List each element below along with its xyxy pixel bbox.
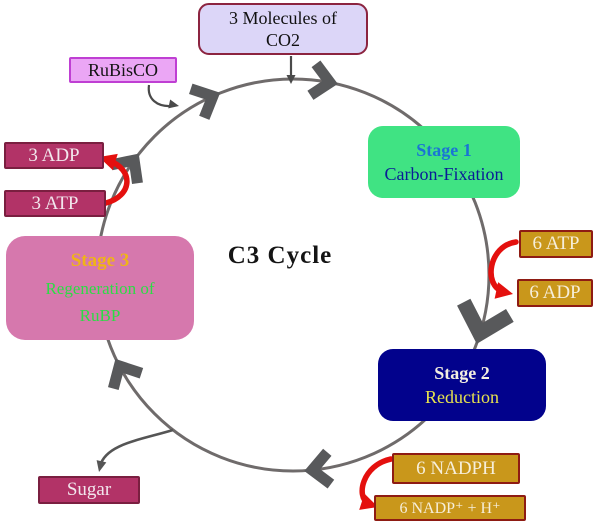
- cycle-chevron-icon: [304, 448, 335, 489]
- co2-molecules-box: 3 Molecules of CO2: [198, 3, 368, 55]
- nadp6-box: 6 NADP⁺ + H⁺: [374, 495, 526, 521]
- co2-down-arrow-icon: [286, 56, 296, 84]
- rubisco-enzyme-box: RuBisCO: [69, 57, 177, 83]
- cycle-chevron-icon: [108, 358, 144, 390]
- cycle-chevron-large-icon: [457, 298, 514, 344]
- stage1-subtitle: Carbon-Fixation: [384, 163, 504, 184]
- stage2-subtitle: Reduction: [425, 386, 499, 407]
- red-conversion-arrow-atp6-icon: [488, 239, 519, 299]
- stage2-title: Stage 2: [434, 362, 490, 383]
- stage1-carbon-fixation-box: Stage 1 Carbon-Fixation: [368, 126, 520, 198]
- diagram-title: C3 Cycle: [227, 242, 333, 269]
- stage3-subtitle-line2: RuBP: [79, 306, 121, 325]
- adp3-box: 3 ADP: [4, 142, 104, 169]
- atp6-box: 6 ATP: [519, 230, 593, 258]
- cycle-chevron-icon: [189, 83, 221, 120]
- atp3-box: 3 ATP: [4, 190, 106, 217]
- stage3-subtitle-line1: Regeneration of: [45, 279, 155, 298]
- stage3-regeneration-box: Stage 3 Regeneration of RuBP: [6, 236, 194, 340]
- stage2-reduction-box: Stage 2 Reduction: [378, 349, 546, 421]
- stage3-title: Stage 3: [70, 250, 130, 271]
- rubisco-curved-arrow-icon: [147, 84, 179, 109]
- cycle-chevron-icon: [307, 60, 338, 100]
- adp6-box: 6 ADP: [517, 279, 593, 307]
- sugar-box: Sugar: [38, 476, 140, 504]
- cycle-chevron-icons: [108, 60, 514, 489]
- nadph6-box: 6 NADPH: [392, 453, 520, 484]
- red-conversion-arrow-nadph-icon: [359, 456, 394, 510]
- sugar-curved-arrow-icon: [96, 428, 174, 472]
- stage1-title: Stage 1: [416, 139, 472, 160]
